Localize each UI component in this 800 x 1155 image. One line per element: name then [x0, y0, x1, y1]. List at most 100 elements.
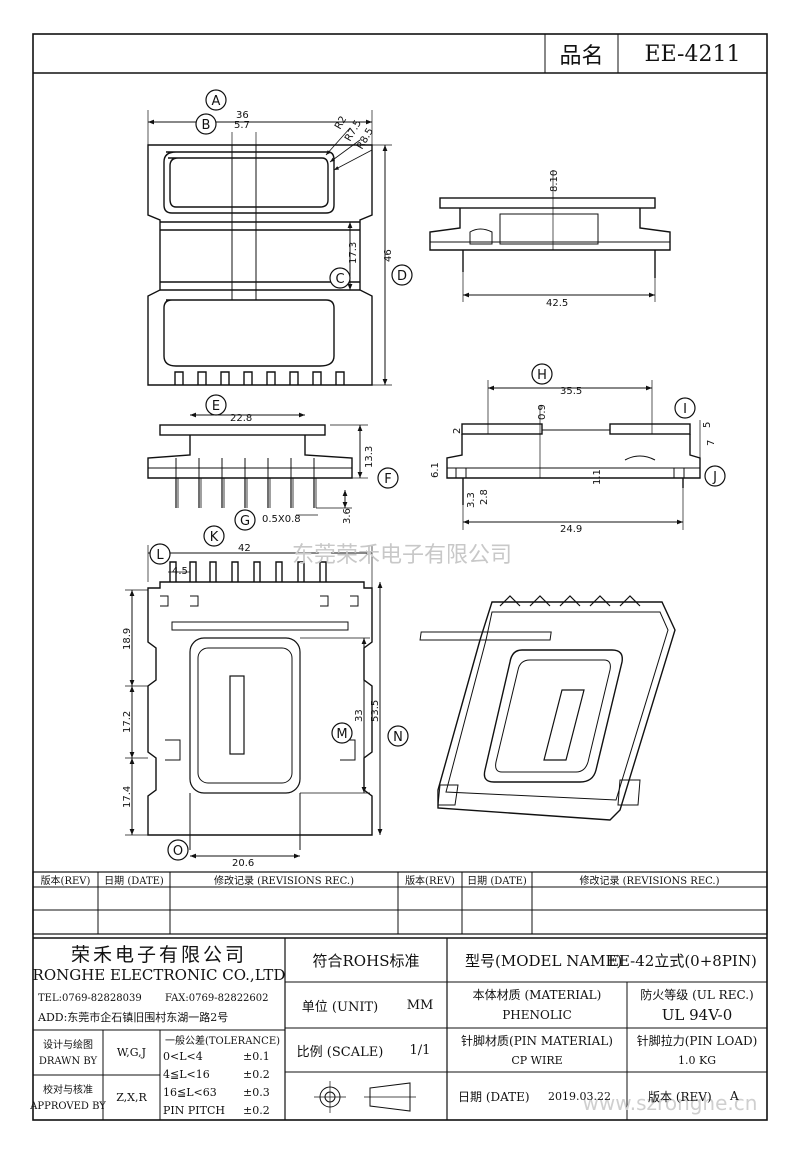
- iso-view: [419, 595, 676, 821]
- company-tel: TEL:0769-82828039: [38, 992, 142, 1004]
- dim-5: 5: [702, 422, 713, 428]
- callout-d: D: [397, 269, 407, 284]
- right-view: [446, 423, 701, 505]
- pin-material-label: 针脚材质(PIN MATERIAL): [461, 1033, 613, 1048]
- date-label: 日期 (DATE): [458, 1089, 530, 1104]
- rohs-label: 符合ROHS标准: [312, 951, 420, 970]
- drawn-value: W,G,J: [116, 1046, 147, 1059]
- company-name-cn: 荣禾电子有限公司: [70, 943, 247, 966]
- callout-n: N: [393, 730, 403, 745]
- rev-col-2: 日期 (DATE): [104, 876, 164, 887]
- pin-load-value: 1.0 KG: [678, 1053, 716, 1067]
- rev-col-1: 版本(REV): [40, 876, 91, 887]
- tolerance-value-4: ±0.2: [243, 1104, 270, 1117]
- callout-l: L: [156, 548, 164, 563]
- rev-col-4: 版本(REV): [405, 876, 455, 887]
- fire-rating-label: 防火等级 (UL REC.): [640, 987, 754, 1002]
- name-label: 品名: [559, 44, 604, 69]
- tolerance-value-3: ±0.3: [243, 1086, 270, 1099]
- dim-46: 46: [383, 249, 394, 262]
- drawn-label-cn: 设计与绘图: [43, 1039, 93, 1051]
- callout-m: M: [336, 727, 347, 742]
- dim-53-5: 53.5: [370, 700, 381, 722]
- date-value: 2019.03.22: [548, 1089, 611, 1103]
- model-value: EE-42立式(0+8PIN): [608, 951, 757, 970]
- tolerance-title: 一般公差(TOLERANCE): [164, 1036, 281, 1047]
- scale-label: 比例 (SCALE): [296, 1044, 384, 1060]
- watermark: 东莞荣禾电子有限公司: [292, 543, 512, 568]
- drawn-label-en: DRAWN BY: [38, 1055, 98, 1067]
- approved-label-en: APPROVED BY: [30, 1100, 106, 1112]
- dim-r2: R2: [333, 114, 349, 131]
- unit-value: MM: [406, 997, 434, 1013]
- callout-c: C: [335, 272, 344, 287]
- rev-col-3: 修改记录 (REVISIONS REC.): [213, 876, 355, 887]
- dim-6-1: 6.1: [430, 462, 441, 478]
- website-watermark: www.szronghe.cn: [583, 1091, 758, 1115]
- rev-col-6: 修改记录 (REVISIONS REC.): [579, 876, 720, 887]
- dim-22-8: 22.8: [230, 413, 252, 424]
- scale-value: 1/1: [409, 1042, 431, 1058]
- model-label: 型号(MODEL NAME): [465, 951, 623, 970]
- callout-k: K: [210, 530, 219, 545]
- dim-42: 42: [238, 543, 251, 554]
- dim-35-5: 35.5: [560, 386, 582, 397]
- dim-33: 33: [354, 709, 365, 722]
- company-fax: FAX:0769-82822602: [165, 992, 269, 1004]
- dim-8-10: 8.10: [549, 170, 560, 192]
- approved-value: Z,X,R: [116, 1091, 147, 1104]
- front-view: [147, 424, 353, 508]
- dim-1-1: 1.1: [592, 469, 603, 485]
- callout-b: B: [202, 118, 211, 133]
- bottom-view: [147, 561, 373, 850]
- dim-7: 7: [706, 440, 717, 446]
- dim-5-7: 5.7: [234, 120, 250, 131]
- dim-17-2: 17.2: [122, 711, 133, 733]
- tolerance-value-2: ±0.2: [243, 1068, 270, 1081]
- dim-2-8: 2.8: [479, 489, 490, 505]
- callout-o: O: [173, 844, 183, 859]
- title-block-grid: [33, 937, 767, 1120]
- callout-g: G: [240, 514, 250, 529]
- dim-0-5x0-8: 0.5X0.8: [262, 514, 301, 525]
- pin-load-label: 针脚拉力(PIN LOAD): [636, 1033, 758, 1048]
- dim-17-4: 17.4: [122, 786, 133, 808]
- rev-col-5: 日期 (DATE): [467, 876, 527, 887]
- tolerance-range-3: 16≦L<63: [163, 1086, 217, 1099]
- dim-0-9: 0.9: [537, 404, 548, 420]
- unit-label: 单位 (UNIT): [301, 999, 379, 1015]
- callout-a: A: [212, 94, 221, 109]
- tolerance-range-1: 0<L<4: [163, 1050, 203, 1063]
- callout-i: I: [683, 402, 687, 417]
- dim-42-5: 42.5: [546, 298, 568, 309]
- material-value: PHENOLIC: [502, 1008, 572, 1022]
- callout-h: H: [537, 368, 547, 383]
- callout-circles: [149, 89, 726, 861]
- revision-table: [32, 871, 768, 935]
- top-view: [147, 144, 373, 386]
- material-label: 本体材质 (MATERIAL): [472, 987, 602, 1002]
- fire-rating-value: UL 94V-0: [661, 1006, 733, 1024]
- dim-17-3: 17.3: [348, 242, 359, 264]
- company-address: ADD:东莞市企石镇旧围村东湖一路2号: [38, 1011, 229, 1024]
- approved-label-cn: 校对与核准: [43, 1084, 93, 1096]
- tolerance-range-4: PIN PITCH: [163, 1104, 225, 1117]
- outer-frame: [32, 33, 768, 1121]
- dim-36: 36: [236, 110, 249, 121]
- dim-4-5: 4.5: [172, 566, 188, 577]
- callout-f: F: [384, 472, 391, 487]
- part-number: EE-4211: [644, 41, 741, 67]
- dim-13-3: 13.3: [364, 446, 375, 468]
- callout-e: E: [212, 399, 220, 414]
- dim-18-9: 18.9: [122, 628, 133, 650]
- side-view: [429, 197, 671, 278]
- dim-20-6: 20.6: [232, 858, 254, 869]
- dim-2: 2: [452, 428, 463, 434]
- tolerance-range-2: 4≦L<16: [163, 1068, 210, 1081]
- tolerance-value-1: ±0.1: [243, 1050, 270, 1063]
- version-value: A: [730, 1089, 739, 1103]
- callout-j: J: [712, 470, 717, 485]
- pin-material-value: CP WIRE: [511, 1053, 563, 1067]
